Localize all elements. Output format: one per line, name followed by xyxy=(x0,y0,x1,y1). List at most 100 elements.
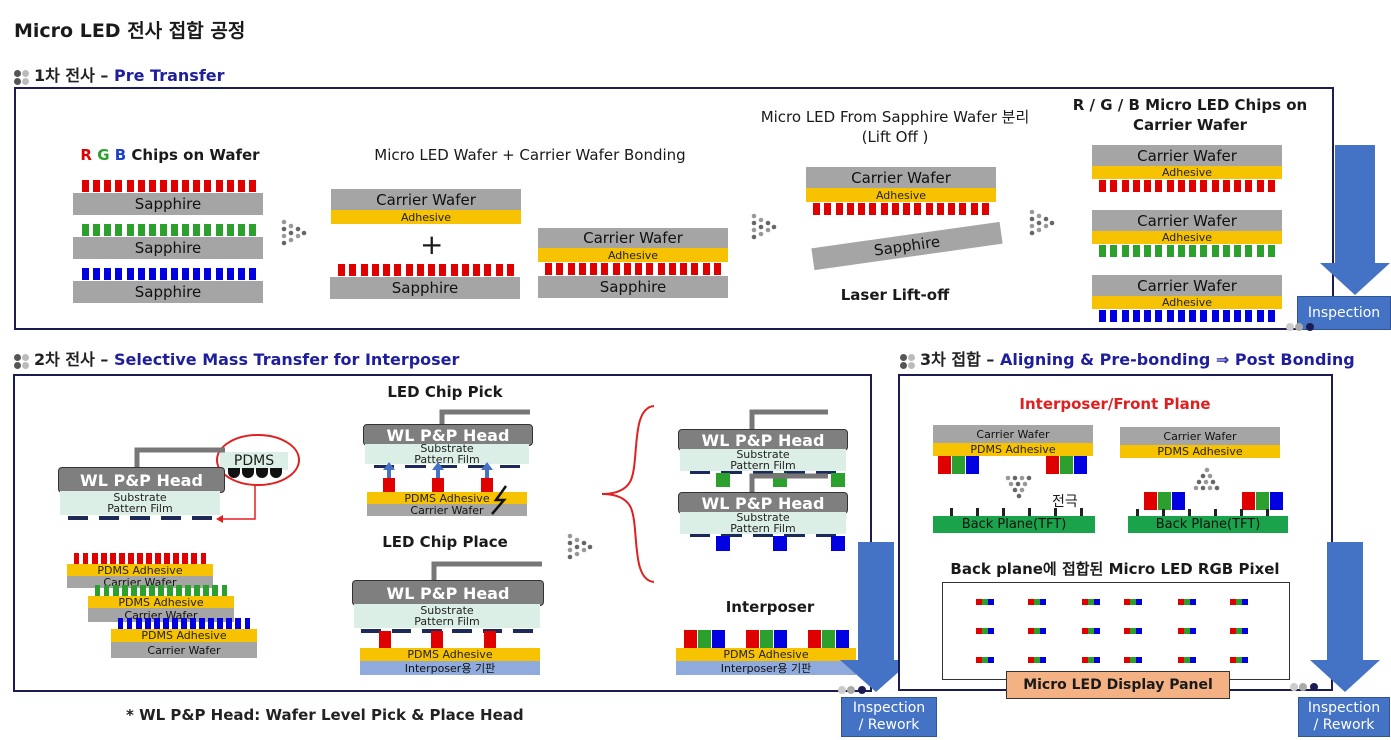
dot xyxy=(1043,216,1049,222)
chip xyxy=(148,224,156,236)
dot xyxy=(1019,487,1025,493)
chip xyxy=(721,534,742,537)
chip xyxy=(1132,310,1140,322)
electrode-pin xyxy=(950,508,953,516)
blue-chip-row xyxy=(116,618,252,629)
pixel-subchip xyxy=(1094,628,1100,634)
sapphire-wafer: Sapphire xyxy=(538,276,728,298)
chip xyxy=(215,268,223,280)
chip xyxy=(204,180,212,192)
inspection-rework-button[interactable]: Inspection / Rework xyxy=(841,697,937,737)
chip xyxy=(1144,245,1152,257)
dot xyxy=(1200,485,1206,491)
electrode-pin xyxy=(1054,508,1057,516)
pixel-subchip xyxy=(1124,657,1130,663)
rgb-chip xyxy=(966,456,979,474)
dot xyxy=(567,554,573,560)
dot xyxy=(751,227,757,233)
chip xyxy=(590,263,598,275)
pdms-adhesive-layer: PDMS Adhesive xyxy=(111,629,257,642)
green-chip-row xyxy=(1097,245,1277,257)
dotted-arrow-up-icon xyxy=(1193,467,1220,491)
chip xyxy=(112,585,119,596)
chip xyxy=(237,224,245,236)
chip xyxy=(226,224,234,236)
dot xyxy=(1029,230,1035,236)
rgb-chip xyxy=(1172,492,1185,510)
chip xyxy=(182,268,190,280)
red-chip-row xyxy=(1097,180,1277,192)
chip xyxy=(104,180,112,192)
chip xyxy=(981,203,989,215)
chip xyxy=(104,268,112,280)
chip xyxy=(1222,245,1230,257)
chip xyxy=(846,203,854,215)
dot xyxy=(281,240,287,246)
chip xyxy=(1245,245,1253,257)
dot xyxy=(751,220,757,226)
chip-pick-title: LED Chip Pick xyxy=(387,383,503,401)
rgb-chip xyxy=(1074,456,1087,474)
chip xyxy=(1155,310,1163,322)
chip xyxy=(226,180,234,192)
chip xyxy=(484,264,492,276)
chip xyxy=(82,180,90,192)
blue-chip xyxy=(716,536,730,551)
chip xyxy=(148,180,156,192)
dot xyxy=(567,547,573,553)
dot xyxy=(1196,479,1202,485)
dot xyxy=(281,219,287,225)
dot xyxy=(1210,479,1216,485)
chip xyxy=(182,180,190,192)
red-chip xyxy=(432,478,444,492)
dot xyxy=(751,234,757,240)
pixel-subchip xyxy=(1040,599,1046,605)
back-plane-tft: Back Plane(TFT) xyxy=(1128,516,1288,533)
back-plane-tft: Back Plane(TFT) xyxy=(933,516,1095,533)
pixel-subchip xyxy=(976,628,982,634)
pixel-subchip xyxy=(1040,657,1046,663)
chip xyxy=(689,471,710,474)
chip xyxy=(371,264,379,276)
dot xyxy=(301,230,307,236)
dot xyxy=(765,220,771,226)
chip xyxy=(115,268,123,280)
electrode-pins xyxy=(1136,509,1269,516)
dot xyxy=(1036,220,1042,226)
chip xyxy=(137,224,145,236)
adhesive-layer: Adhesive xyxy=(331,210,521,224)
dot xyxy=(567,533,573,539)
red-chip-row xyxy=(72,553,208,564)
chip xyxy=(1189,180,1197,192)
chip xyxy=(361,629,381,633)
chip xyxy=(635,263,643,275)
chip xyxy=(139,585,146,596)
electrode-pin xyxy=(1028,508,1031,516)
front-plane-title: Interposer/Front Plane xyxy=(1019,395,1211,413)
rgb-chip xyxy=(1158,492,1171,510)
chip xyxy=(146,553,152,564)
pixel-title: Back plane에 접합된 Micro LED RGB Pixel xyxy=(950,560,1280,578)
chip xyxy=(115,224,123,236)
rgb-chip xyxy=(684,630,697,648)
sapphire-wafer: Sapphire xyxy=(73,281,263,303)
break-icon xyxy=(491,485,508,515)
pixel-subchip xyxy=(1236,628,1242,634)
chip xyxy=(162,618,169,629)
dot xyxy=(1022,481,1028,487)
dot xyxy=(288,237,294,243)
dot xyxy=(567,540,573,546)
inspection-rework-button[interactable]: Inspection / Rework xyxy=(1298,697,1390,737)
chip xyxy=(104,224,112,236)
chip xyxy=(338,264,346,276)
dot xyxy=(1036,227,1042,233)
pixel-subchip xyxy=(1190,599,1196,605)
pixel-subchip xyxy=(1178,657,1184,663)
laser-liftoff-caption: Laser Lift-off xyxy=(840,286,950,304)
dot xyxy=(288,223,294,229)
chip xyxy=(185,585,192,596)
pdms-label: PDMS xyxy=(220,452,288,470)
pixel-subchip xyxy=(1230,599,1236,605)
blue-chip xyxy=(831,536,845,551)
sapphire-wafer: Sapphire xyxy=(330,277,520,299)
